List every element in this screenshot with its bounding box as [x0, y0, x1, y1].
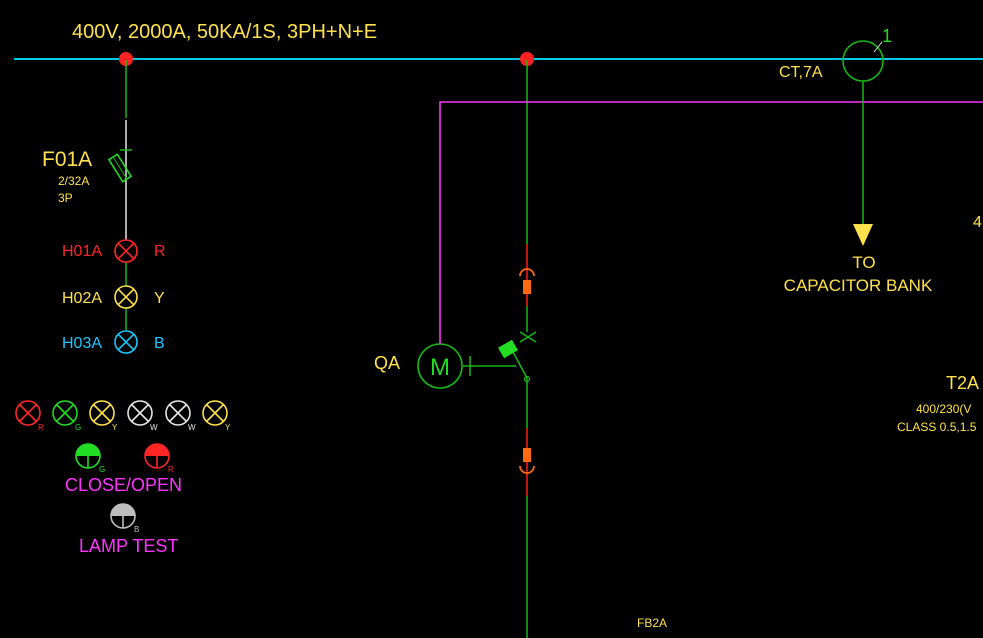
control-wire [439, 101, 983, 344]
indicator-letter: Y [225, 423, 231, 432]
lamp-phase-r: R [154, 243, 166, 260]
lamp-tag-h03a: H03A [62, 335, 102, 352]
busbar-label: 400V, 2000A, 50KA/1S, 3PH+N+E [72, 21, 377, 43]
indicator-lamp-y: Y [89, 400, 118, 432]
transformer-tag: T2A [946, 373, 979, 393]
bottom-label-fb2a: FB2A [637, 616, 667, 630]
right-partial-4: 4 [973, 214, 982, 231]
indicator-lamp-row: R G Y W W Y [15, 400, 231, 432]
ct-label: CT,7A [779, 64, 823, 81]
fuse-symbol [107, 153, 133, 183]
indicator-lamp-r: R [15, 400, 44, 432]
indicator-lamp-w2: W [165, 400, 196, 432]
phase-lamp-r: H01A R [62, 239, 166, 263]
lamp-test-label: LAMP TEST [79, 536, 178, 556]
indicator-lamp-y2: Y [202, 400, 231, 432]
indicator-letter: W [188, 423, 196, 432]
ct-symbol [842, 40, 884, 82]
transformer-class: CLASS 0.5,1.5 [897, 420, 977, 434]
fuse-tag: F01A [42, 148, 92, 171]
lamp-phase-y: Y [154, 290, 165, 307]
drawout-contact-lower [519, 448, 535, 474]
phase-lamp-b: H03A B [62, 330, 165, 354]
capacitor-to-label: TO [852, 253, 875, 272]
indicator-letter: G [75, 423, 81, 432]
tap-dot-incomer [520, 52, 534, 66]
lamp-tag-h01a: H01A [62, 243, 102, 260]
ct-number: 1 [882, 26, 892, 46]
close-open-label: CLOSE/OPEN [65, 475, 182, 495]
ct-leader [873, 41, 883, 53]
pushbutton-letter: R [168, 465, 174, 474]
drawout-contact-upper [519, 268, 535, 294]
breaker-tag: QA [374, 353, 400, 373]
lamp-test-pushbutton[interactable]: B [110, 503, 139, 534]
tap-dot-feeder-1 [119, 52, 133, 66]
open-pushbutton[interactable]: R [144, 443, 174, 474]
fuse-rating: 2/32A [58, 174, 89, 188]
capacitor-bank-label: CAPACITOR BANK [784, 276, 933, 295]
transformer-ratio: 400/230(V [916, 402, 971, 416]
indicator-lamp-g: G [52, 400, 81, 432]
close-pushbutton[interactable]: G [75, 443, 105, 474]
phase-lamp-y: H02A Y [62, 285, 165, 309]
lamp-tag-h02a: H02A [62, 290, 102, 307]
pushbutton-letter: G [99, 465, 105, 474]
indicator-letter: R [38, 423, 44, 432]
lamp-phase-b: B [154, 335, 165, 352]
indicator-lamp-w1: W [127, 400, 158, 432]
breaker-contact [498, 331, 537, 383]
indicator-letter: Y [112, 423, 118, 432]
fuse-poles: 3P [58, 191, 73, 205]
pushbutton-letter: B [134, 525, 139, 534]
capacitor-arrow-icon [853, 224, 873, 246]
indicator-letter: W [150, 423, 158, 432]
motor-letter: M [430, 354, 450, 381]
